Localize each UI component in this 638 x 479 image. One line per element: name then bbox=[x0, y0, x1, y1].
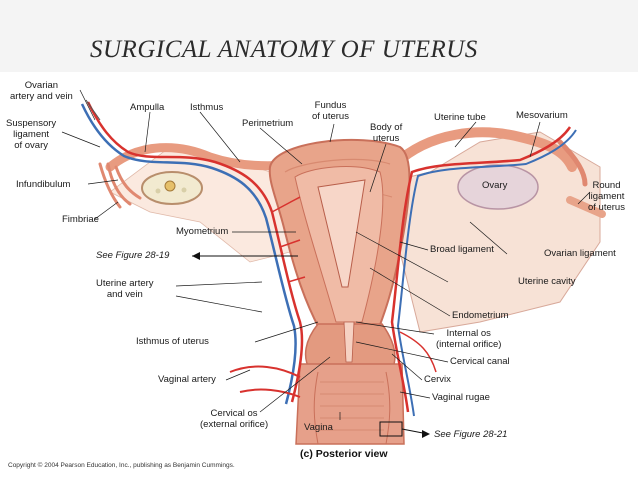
slide-title: SURGICAL ANATOMY OF UTERUS bbox=[90, 36, 478, 63]
left-ovarian-artery bbox=[86, 101, 304, 403]
label-fundus: Fundus of uterus bbox=[312, 100, 349, 122]
label-uterine-cavity: Uterine cavity bbox=[518, 276, 576, 287]
vagina-shape bbox=[295, 363, 405, 445]
copyright-notice: Copyright © 2004 Pearson Education, Inc.… bbox=[8, 462, 235, 469]
label-see-figure-28-19: See Figure 28-19 bbox=[96, 250, 170, 261]
label-ovary: Ovary bbox=[482, 180, 508, 191]
broad-ligament-shape bbox=[387, 131, 601, 333]
label-internal-os: Internal os (internal orifice) bbox=[436, 328, 502, 350]
label-cervical-os: Cervical os (external orifice) bbox=[200, 408, 269, 430]
label-body-of-uterus: Body of uterus bbox=[370, 122, 403, 144]
label-cervical-canal: Cervical canal bbox=[450, 356, 510, 367]
label-isthmus: Isthmus bbox=[190, 102, 224, 113]
label-isthmus-of-uterus: Isthmus of uterus bbox=[136, 336, 209, 347]
left-ovarian-vein bbox=[80, 103, 297, 405]
right-ovarian-artery bbox=[390, 126, 572, 413]
label-uterine-artery-vein: Uterine artery and vein bbox=[96, 278, 154, 300]
cervical-canal-shape bbox=[343, 321, 355, 363]
label-fimbriae: Fimbriae bbox=[62, 214, 99, 225]
label-vagina: Vagina bbox=[304, 422, 333, 433]
label-infundibulum: Infundibulum bbox=[16, 179, 71, 190]
view-caption: (c) Posterior view bbox=[300, 448, 388, 460]
label-ampulla: Ampulla bbox=[130, 102, 165, 113]
label-ovarian-ligament: Ovarian ligament bbox=[544, 248, 616, 259]
label-vaginal-artery: Vaginal artery bbox=[158, 374, 216, 385]
label-vaginal-rugae: Vaginal rugae bbox=[432, 392, 490, 403]
label-endometrium: Endometrium bbox=[452, 310, 509, 321]
fimbriae-shape bbox=[98, 162, 142, 209]
label-broad-ligament: Broad ligament bbox=[430, 244, 494, 255]
right-ovary-shape bbox=[457, 164, 539, 210]
round-ligament-shape bbox=[566, 196, 606, 218]
right-ovarian-vein bbox=[396, 129, 577, 417]
label-mesovarium: Mesovarium bbox=[516, 110, 568, 121]
right-uterine-tube bbox=[390, 127, 577, 172]
label-uterine-tube: Uterine tube bbox=[434, 112, 486, 123]
left-vaginal-artery bbox=[229, 365, 301, 398]
uterus-diagram: Ovarian artery and vein Suspensory ligam… bbox=[0, 72, 638, 479]
label-see-figure-28-21: See Figure 28-21 bbox=[434, 429, 508, 440]
label-round-ligament: Round ligament of uterus bbox=[588, 180, 625, 213]
anatomy-illustration bbox=[61, 89, 606, 445]
uterine-cavity-shape bbox=[317, 179, 366, 288]
label-cervix: Cervix bbox=[424, 374, 451, 385]
label-suspensory-ligament: Suspensory ligament of ovary bbox=[6, 118, 57, 151]
title-bar: SURGICAL ANATOMY OF UTERUS bbox=[0, 0, 638, 72]
label-ovarian-artery-vein: Ovarian artery and vein bbox=[10, 80, 73, 102]
label-myometrium: Myometrium bbox=[176, 226, 229, 237]
leader-lines bbox=[61, 89, 591, 420]
label-perimetrium: Perimetrium bbox=[242, 118, 294, 129]
